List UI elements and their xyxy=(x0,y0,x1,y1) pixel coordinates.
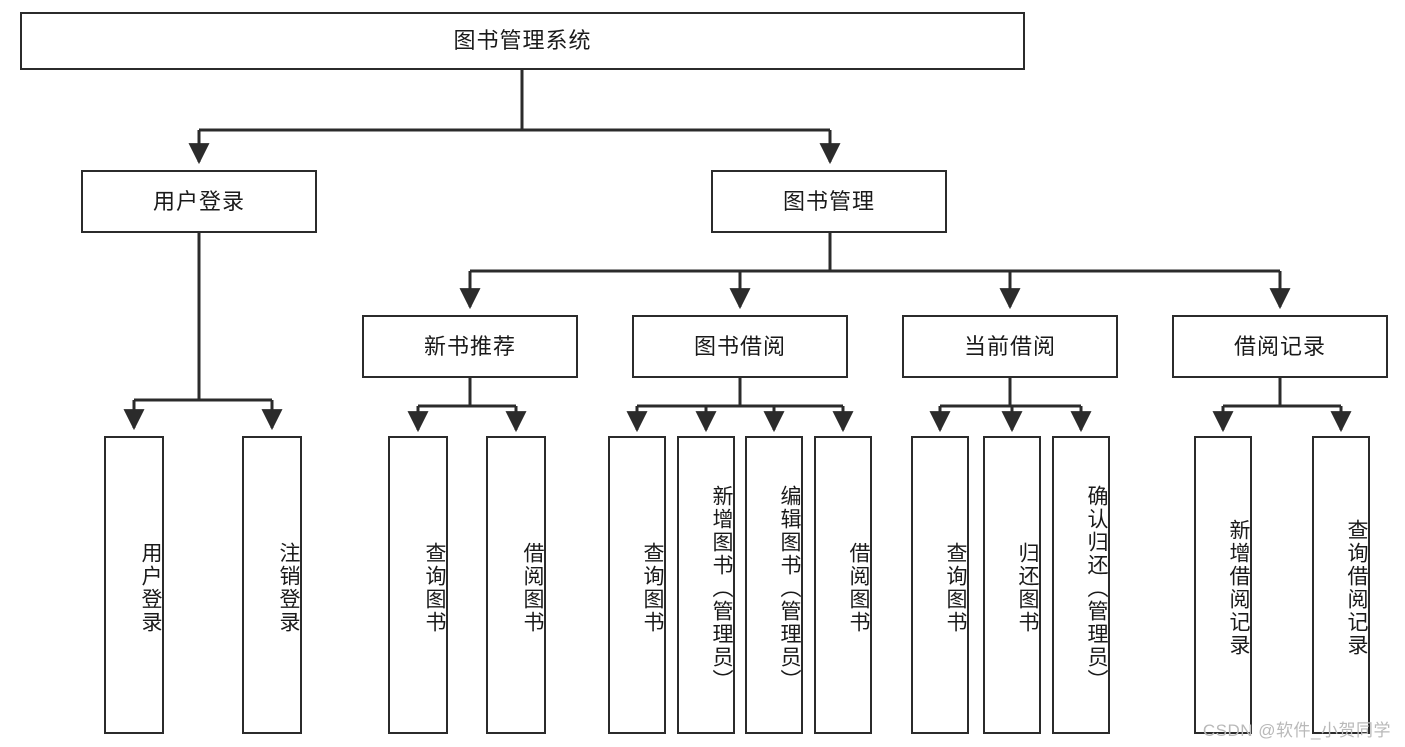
node-root[interactable]: 图书管理系统 xyxy=(20,12,1025,70)
node-label: 图书管理 xyxy=(782,188,875,214)
node-label: 确认归还（管理员） xyxy=(1085,484,1108,692)
node-label: 新增图书（管理员） xyxy=(710,484,733,692)
node-leaf-borrow-book[interactable]: 借阅图书 xyxy=(814,436,872,734)
node-leaf-user-login[interactable]: 用户登录 xyxy=(104,436,164,734)
watermark: CSDN @软件_小贺同学 xyxy=(1202,721,1391,740)
node-current-borrow[interactable]: 当前借阅 xyxy=(902,315,1118,378)
node-leaf-query-record[interactable]: 查询借阅记录 xyxy=(1312,436,1370,734)
node-leaf-query-book-borrow[interactable]: 查询图书 xyxy=(608,436,666,734)
node-label: 图书借阅 xyxy=(693,333,786,359)
node-leaf-query-book-rec[interactable]: 查询图书 xyxy=(388,436,448,734)
node-leaf-confirm-return[interactable]: 确认归还（管理员） xyxy=(1052,436,1110,734)
node-label: 注销登录 xyxy=(277,542,300,634)
node-label: 用户登录 xyxy=(139,542,162,634)
node-label: 用户登录 xyxy=(152,188,245,214)
node-leaf-add-record[interactable]: 新增借阅记录 xyxy=(1194,436,1252,734)
node-label: 查询图书 xyxy=(423,542,446,634)
node-label: 新书推荐 xyxy=(423,333,516,359)
node-label: 当前借阅 xyxy=(963,333,1056,359)
node-leaf-borrow-book-rec[interactable]: 借阅图书 xyxy=(486,436,546,734)
node-label: 借阅记录 xyxy=(1233,333,1326,359)
node-leaf-return-book[interactable]: 归还图书 xyxy=(983,436,1041,734)
node-label: 图书管理系统 xyxy=(453,28,592,54)
node-leaf-logout[interactable]: 注销登录 xyxy=(242,436,302,734)
node-leaf-edit-book[interactable]: 编辑图书（管理员） xyxy=(745,436,803,734)
node-label: 借阅图书 xyxy=(521,542,544,634)
node-user-login[interactable]: 用户登录 xyxy=(81,170,317,233)
node-label: 查询图书 xyxy=(944,542,967,634)
node-label: 编辑图书（管理员） xyxy=(778,484,801,692)
node-borrow-record[interactable]: 借阅记录 xyxy=(1172,315,1388,378)
node-label: 借阅图书 xyxy=(847,542,870,634)
node-book-borrow[interactable]: 图书借阅 xyxy=(632,315,848,378)
node-label: 查询图书 xyxy=(641,542,664,634)
node-leaf-query-book-cur[interactable]: 查询图书 xyxy=(911,436,969,734)
node-label: 归还图书 xyxy=(1016,542,1039,634)
node-label: 查询借阅记录 xyxy=(1345,519,1368,657)
node-leaf-add-book[interactable]: 新增图书（管理员） xyxy=(677,436,735,734)
node-book-manage[interactable]: 图书管理 xyxy=(711,170,947,233)
node-label: 新增借阅记录 xyxy=(1227,519,1250,657)
node-new-book-recommend[interactable]: 新书推荐 xyxy=(362,315,578,378)
